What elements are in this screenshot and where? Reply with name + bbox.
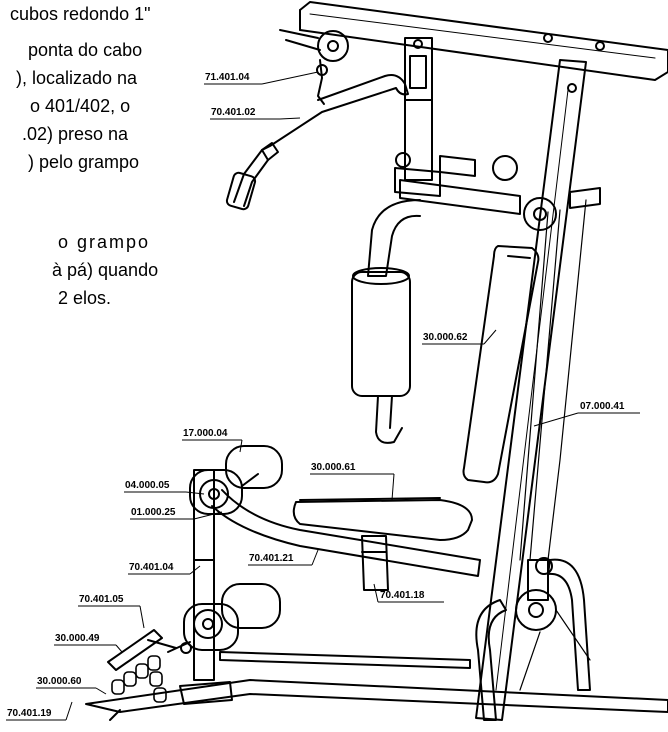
part-label-70-401-02: 70.401.02: [211, 107, 256, 118]
instruction-line-8: à pá) quando: [52, 260, 159, 280]
front-leg-left: [475, 599, 507, 721]
instruction-line-1: cubos redondo 1": [10, 4, 151, 24]
part-label-70-401-18: 70.401.18: [380, 590, 425, 601]
part-label-04-000-05: 04.000.05: [125, 480, 170, 491]
lower-roller-right: [221, 583, 281, 629]
part-label-70-401-05: 70.401.05: [79, 594, 124, 605]
seat-frame: [211, 489, 481, 577]
chain: [111, 655, 167, 703]
instruction-line-6: ) pelo grampo: [28, 152, 140, 172]
right-upright: [475, 59, 587, 721]
part-label-30-000-61: 30.000.61: [311, 462, 356, 473]
part-label-70-401-04: 70.401.04: [129, 562, 174, 573]
backrest-pad: [462, 245, 540, 484]
seat-pad: [292, 499, 473, 541]
lat-bar: [261, 74, 409, 151]
part-label-71-401-04: 71.401.04: [205, 72, 250, 83]
part-label-30-000-49: 30.000.49: [55, 633, 100, 644]
preacher-arm: [367, 199, 421, 277]
part-label-30-000-62: 30.000.62: [423, 332, 468, 343]
part-label-30-000-60: 30.000.60: [37, 676, 82, 687]
part-label-07-000-41: 07.000.41: [580, 401, 625, 412]
preacher-roller: [351, 271, 411, 397]
front-leg-right: [547, 558, 591, 691]
upper-roller-right: [225, 445, 283, 489]
lower-pulley: [515, 589, 557, 631]
instruction-line-5: .02) preso na: [22, 124, 129, 144]
part-label-17-000-04: 17.000.04: [183, 428, 228, 439]
top-beam: [299, 1, 668, 81]
top-pulley: [317, 30, 349, 62]
short-handle: [107, 629, 163, 671]
part-label-70-401-21: 70.401.21: [249, 553, 294, 564]
instruction-line-4: o 401/402, o: [30, 96, 131, 116]
center-post: [404, 37, 433, 181]
instruction-line-2: ponta do cabo: [28, 40, 143, 60]
part-label-70-401-19: 70.401.19: [7, 708, 52, 719]
part-label-01-000-25: 01.000.25: [131, 507, 176, 518]
leg-extension-post: [193, 469, 215, 681]
instruction-line-3: ), localizado na: [16, 68, 138, 88]
instruction-line-7: o grampo: [58, 232, 151, 252]
base-frame: [85, 679, 668, 713]
instruction-line-9: 2 elos.: [58, 288, 112, 308]
